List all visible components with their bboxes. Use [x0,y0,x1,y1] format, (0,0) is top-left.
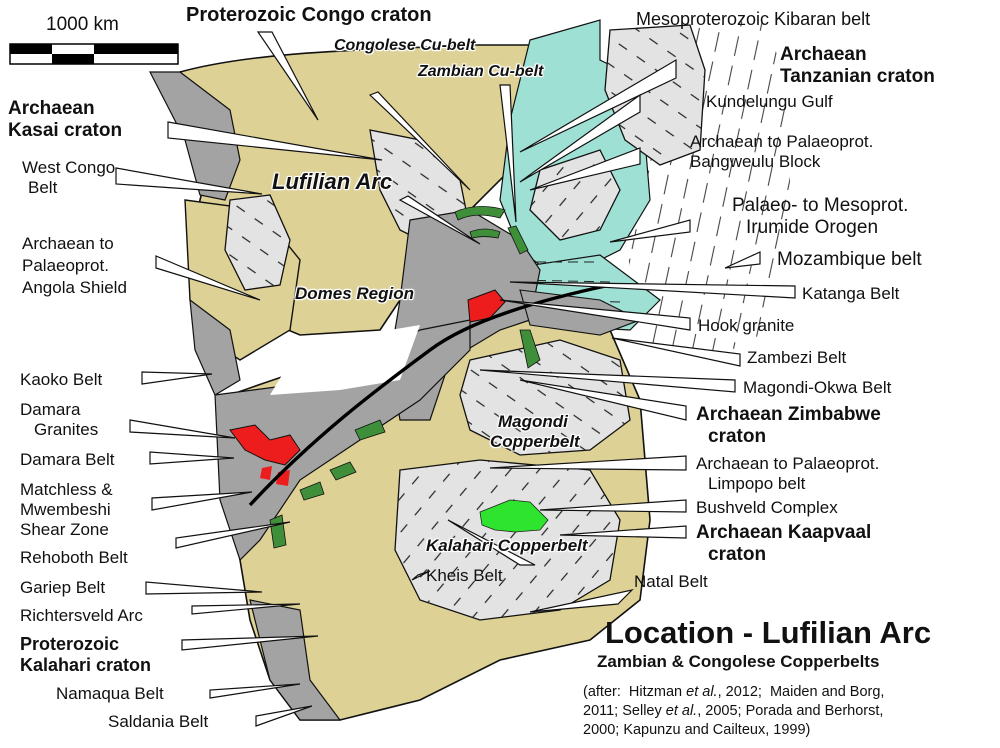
label-richtersveld-arc: Richtersveld Arc [20,606,143,625]
label-damara-granites-1: Damara [20,400,81,419]
label-west-congo-1: West Congo [22,158,116,177]
kaoko-belt-area [189,298,241,396]
citation-text: , 2005; Porada and Berhorst, [697,703,884,719]
label-matchless-1: Matchless & [20,480,113,499]
citation-etal: et al. [686,684,718,700]
label-kheis-belt: Kheis Belt [426,566,503,585]
label-angola-1: Archaean to [22,234,114,253]
label-matchless-3: Shear Zone [20,520,109,539]
bushveld-complex [479,499,549,533]
label-limpopo-2: Limpopo belt [708,474,806,493]
citation-text: (after: Hitzman [583,684,687,700]
label-rehoboth-belt: Rehoboth Belt [20,548,128,567]
label-kaoko-belt: Kaoko Belt [20,370,103,389]
label-kasai-craton-2: Kasai craton [8,120,123,141]
label-kundelungu-gulf: Kundelungu Gulf [706,92,833,111]
figure-subtitle: Zambian & Congolese Copperbelts [597,652,880,671]
citation-etal: et al. [665,703,698,719]
label-limpopo-1: Archaean to Palaeoprot. [696,454,880,473]
namaqua-belt-area [249,599,342,721]
label-tanzanian-craton-1: Archaean [780,44,867,65]
label-natal-belt: Natal Belt [634,572,708,591]
mwembeshi-shear-zone-line [248,283,611,507]
kalahari-basin-gap [270,325,420,395]
label-damara-belt: Damara Belt [20,450,115,469]
label-katanga-belt: Katanga Belt [802,284,900,303]
label-hook-granite: Hook granite [698,316,795,335]
label-angola-3: Angola Shield [22,278,127,297]
citation: (after: Hitzman et al., 2012; Maiden and… [583,683,884,740]
citation-text: 2011; Selley [583,703,666,719]
citation-text: , 2012; Maiden and Borg, [717,684,885,700]
figure-title: Location - Lufilian Arc [605,615,932,650]
label-zimbabwe-craton-1: Archaean Zimbabwe [696,404,881,425]
label-bushveld-complex: Bushveld Complex [696,498,838,517]
label-saldania-belt: Saldania Belt [108,712,209,731]
hook-granite [467,289,506,323]
label-magondi-okwa-belt: Magondi-Okwa Belt [743,378,892,397]
label-congolese-cu-belt: Congolese Cu-belt [334,37,476,54]
label-gariep-belt: Gariep Belt [20,578,106,597]
label-kibaran-belt: Mesoproterozoic Kibaran belt [636,9,871,29]
label-tanzanian-craton-2: Tanzanian craton [780,66,935,87]
label-matchless-2: Mwembeshi [20,500,111,519]
scale-bar [9,43,179,65]
citation-text: 2000; Kapunzu and Cailteux, 1999) [583,722,811,738]
label-congo-craton: Proterozoic Congo craton [186,4,432,26]
label-kaapvaal-craton-2: craton [708,544,767,565]
label-magondi-copperbelt-1: Magondi [498,412,568,431]
label-kaapvaal-craton-1: Archaean Kaapvaal [696,522,872,543]
label-zimbabwe-craton-2: craton [708,426,767,447]
label-magondi-copperbelt-2: Copperbelt [490,432,580,451]
label-zambian-cu-belt: Zambian Cu-belt [418,63,544,80]
granites [229,289,506,486]
label-bangweulu-1: Archaean to Palaeoprot. [690,132,874,151]
label-zambezi-belt: Zambezi Belt [747,348,847,367]
label-irumide-1: Palaeo- to Mesoprot. [732,195,909,216]
damara-granites [229,424,301,466]
label-damara-granites-2: Granites [34,420,99,439]
label-lufilian-arc: Lufilian Arc [272,169,393,194]
label-kalahari-craton-1: Proterozoic [20,634,120,654]
label-mozambique-belt: Mozambique belt [777,249,922,270]
label-bangweulu-2: Bangweulu Block [690,152,821,171]
label-angola-2: Palaeoprot. [22,256,109,275]
copperbelts [269,206,541,549]
label-kalahari-craton-2: Kalahari craton [20,655,152,675]
label-west-congo-2: Belt [28,178,58,197]
label-namaqua-belt: Namaqua Belt [56,684,164,703]
label-domes-region: Domes Region [295,284,415,303]
scale-bar-label: 1000 km [46,14,119,35]
label-kasai-craton-1: Archaean [8,98,95,119]
leader-lines [115,31,796,727]
label-irumide-2: Irumide Orogen [746,217,879,238]
label-kalahari-copperbelt: Kalahari Copperbelt [426,536,588,555]
